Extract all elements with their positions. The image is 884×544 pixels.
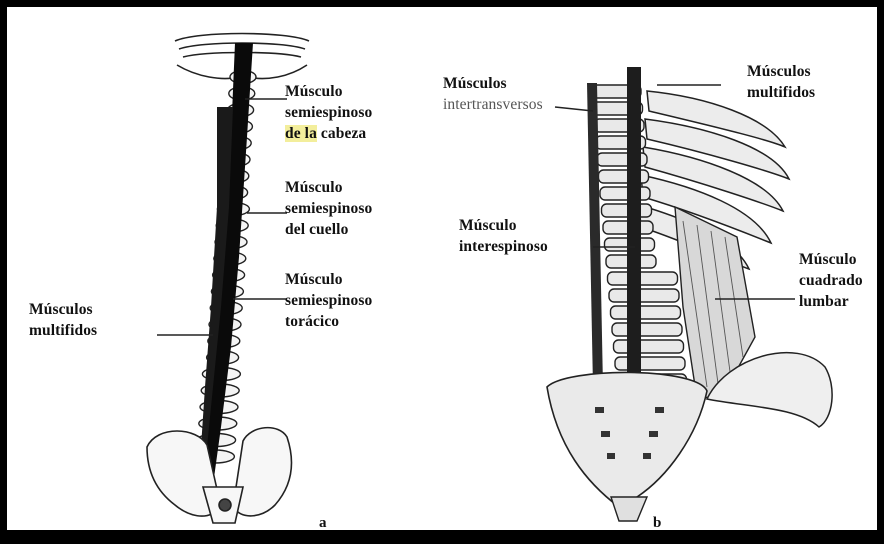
label-line: Músculo	[285, 269, 372, 290]
label-line: de la cabeza	[285, 123, 372, 144]
label-multifidos-a: Músculos multifidos	[29, 299, 97, 341]
highlighted-text: de la	[285, 125, 317, 142]
label-semiespinoso-toracico: Músculo semiespinoso torácico	[285, 269, 372, 332]
label-line: cuadrado	[799, 270, 863, 291]
label-text: cabeza	[317, 125, 366, 142]
label-semiespinoso-cuello: Músculo semiespinoso del cuello	[285, 177, 372, 240]
label-line: semiespinoso	[285, 102, 372, 123]
label-line: del cuello	[285, 219, 372, 240]
label-line: Músculo	[285, 81, 372, 102]
label-line: semiespinoso	[285, 290, 372, 311]
label-line: intertransversos	[443, 94, 543, 115]
label-line: Músculos	[29, 299, 97, 320]
label-semiespinoso-cabeza: Músculo semiespinoso de la cabeza	[285, 81, 372, 144]
label-interespinoso: Músculo interespinoso	[459, 215, 548, 257]
label-cuadrado-lumbar: Músculo cuadrado lumbar	[799, 249, 863, 312]
panel-a-tag: a	[319, 515, 327, 532]
vertebra-shape	[611, 306, 681, 319]
label-multifidos-b: Músculos multifidos	[747, 61, 815, 103]
label-intertransversos: Músculos intertransversos	[443, 73, 543, 115]
label-line: Músculo	[799, 249, 863, 270]
panel-b-tag: b	[653, 515, 661, 532]
vertebra-shape	[612, 323, 682, 336]
label-line: Músculos	[443, 73, 543, 94]
label-line: interespinoso	[459, 236, 548, 257]
label-line: semiespinoso	[285, 198, 372, 219]
label-line: lumbar	[799, 291, 863, 312]
vertebra-shape	[609, 289, 679, 302]
label-line: Músculo	[285, 177, 372, 198]
label-line: multifidos	[29, 320, 97, 341]
vertebra-shape	[602, 204, 652, 217]
vertebra-shape	[608, 272, 678, 285]
label-line: Músculos	[747, 61, 815, 82]
label-line: Músculo	[459, 215, 548, 236]
label-line: torácico	[285, 311, 372, 332]
vertebra-shape	[614, 340, 684, 353]
label-line: multifidos	[747, 82, 815, 103]
vertebra-shape	[600, 187, 650, 200]
vertebra-shape	[615, 357, 685, 370]
